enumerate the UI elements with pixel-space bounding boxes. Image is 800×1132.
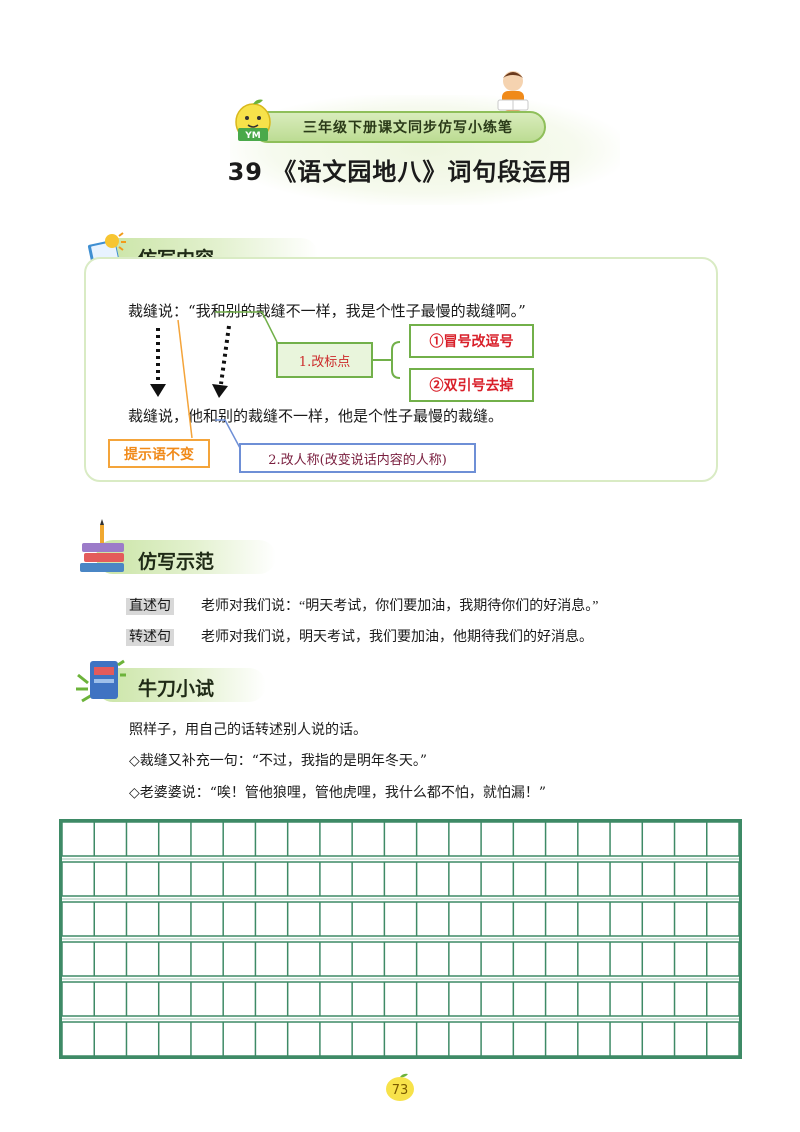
- tip-tag: 提示语不变: [108, 439, 210, 468]
- book-stack-icon: [80, 519, 124, 572]
- example-row-1: 直述句: [126, 595, 174, 615]
- practice-question-1: ◇裁缝又补充一句：“不过，我指的是明年冬天。”: [129, 753, 428, 769]
- section2-header-band: [96, 540, 276, 574]
- lemon-letters: YM: [244, 131, 261, 141]
- practice-question-2: ◇老婆婆说：“唉！管他狼哩，管他虎哩，我什么都不怕，就怕漏！”: [129, 785, 547, 801]
- grid-row: [61, 901, 740, 937]
- point1a-tag: ①冒号改逗号: [409, 324, 534, 358]
- grid-row: [61, 981, 740, 1017]
- direct-speech-text: 老师对我们说：“明天考试，你们要加油，我期待你们的好消息。”: [201, 599, 599, 614]
- indirect-speech-text: 老师对我们说，明天考试，我们要加油，他期待我们的好消息。: [201, 630, 593, 645]
- point1-tag: 1.改标点: [276, 342, 373, 378]
- point2-tag: 2.改人称(改变说话内容的人称): [239, 443, 476, 473]
- grid-row: [61, 941, 740, 977]
- page-title: 39 《语文园地八》词句段运用: [227, 158, 573, 186]
- page-number-lemon-icon: 73: [386, 1073, 414, 1101]
- section2-title: 仿写示范: [138, 551, 215, 573]
- book-lightbulb-icon: [76, 659, 126, 703]
- page-number: 73: [392, 1083, 409, 1098]
- writing-grid-frame: [59, 819, 742, 1059]
- series-label: 三年级下册课文同步仿写小练笔: [303, 120, 513, 136]
- grid-row: [61, 861, 740, 897]
- writing-grid[interactable]: [59, 819, 742, 1059]
- series-banner: 三年级下册课文同步仿写小练笔: [252, 111, 546, 143]
- point1b-tag: ②双引号去掉: [409, 368, 534, 402]
- direct-speech-label: 直述句: [126, 598, 174, 615]
- boy-reading-icon: [497, 71, 529, 111]
- grid-row: [61, 1021, 740, 1057]
- section3-title: 牛刀小试: [138, 678, 215, 700]
- example-row-2: 转述句: [126, 626, 174, 646]
- grid-row: [61, 821, 740, 857]
- rewritten-sentence: 裁缝说，他和别的裁缝不一样，他是个性子最慢的裁缝。: [128, 407, 504, 425]
- practice-instruction: 照样子，用自己的话转述别人说的话。: [129, 723, 367, 738]
- indirect-speech-label: 转述句: [126, 629, 174, 646]
- lemon-mascot-icon: YM: [235, 99, 271, 141]
- original-sentence: 裁缝说：“我和别的裁缝不一样，我是个性子最慢的裁缝啊。”: [128, 302, 526, 320]
